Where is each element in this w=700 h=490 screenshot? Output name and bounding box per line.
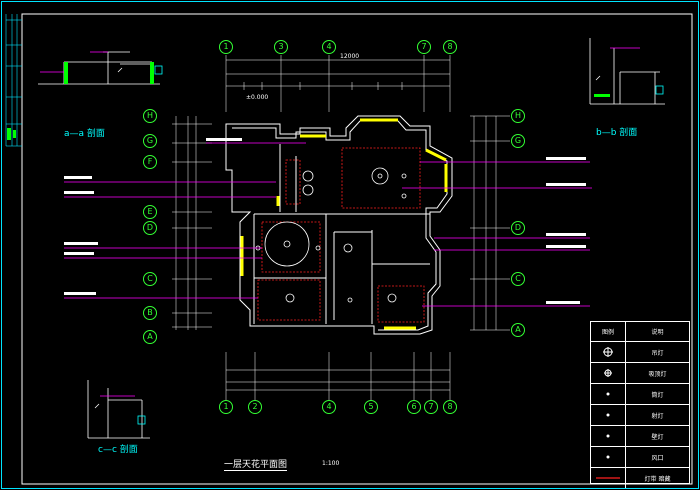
legend-row-label: 吸顶灯 [648,370,667,378]
grid-axis-left-G: G [143,134,157,148]
grid-axis-bottom-1: 1 [219,400,233,414]
grid-axis-right-D: D [511,221,525,235]
section-c-detail [87,380,150,439]
grid-axis-bottom-8: 8 [443,400,457,414]
legend-row-label: 灯带 暗藏 [644,475,671,483]
legend-table: 图例 说明 吊灯吸顶灯筒灯射灯壁灯风口灯带 暗藏 [590,321,690,488]
grid-axis-bottom-7: 7 [424,400,438,414]
grid-axis-left-C: C [143,272,157,286]
top-dimension-lines [225,55,451,112]
legend-rows: 吊灯吸顶灯筒灯射灯壁灯风口灯带 暗藏 [591,342,689,488]
grille-icon [591,447,626,467]
legend-row: 吸顶灯 [591,363,689,384]
level-mark: ±0.000 [246,94,269,101]
section-b-label: b—b 剖面 [596,128,638,138]
grid-axis-bottom-6: 6 [407,400,421,414]
grid-axis-right-H: H [511,109,525,123]
grid-axis-left-E: E [143,205,157,219]
legend-row: 筒灯 [591,384,689,405]
spotlight-icon [591,405,626,425]
legend-row-label: 筒灯 [651,391,664,399]
grid-axis-bottom-5: 5 [364,400,378,414]
section-a-label: a—a 剖面 [64,129,105,139]
grid-axis-left-D: D [143,221,157,235]
legend-row: 壁灯 [591,426,689,447]
grid-axis-top-4: 4 [322,40,336,54]
section-a-detail [38,51,163,85]
drawing-title: 一层天花平面图 [224,457,288,471]
grid-axis-right-C: C [511,272,525,286]
section-b-detail [589,38,665,105]
legend-row-label: 射灯 [651,412,664,420]
total-width-dim: 12000 [340,53,360,60]
grid-axis-top-7: 7 [417,40,431,54]
led-strip-icon [591,468,626,488]
legend-row-label: 壁灯 [651,433,664,441]
legend-header-desc: 说明 [651,329,664,336]
grid-axis-bottom-2: 2 [248,400,262,414]
legend-header-symbol: 图例 [591,322,626,341]
legend-header: 图例 说明 [591,322,689,342]
legend-row: 灯带 暗藏 [591,468,689,488]
wall-lamp-icon [591,426,626,446]
legend-row: 风口 [591,447,689,468]
led-ceiling-outline [257,147,425,323]
grid-axis-bottom-4: 4 [322,400,336,414]
leader-labels [64,138,586,304]
drawing-scale: 1:100 [322,460,340,467]
grid-axis-left-H: H [143,109,157,123]
grid-axis-right-G: G [511,134,525,148]
wall-highlights [240,118,448,330]
legend-row: 射灯 [591,405,689,426]
bottom-dimension-lines [225,352,451,400]
drawing-frame [21,13,693,485]
floor-plan [225,115,453,335]
chandelier-icon [591,342,626,362]
grid-axis-right-A: A [511,323,525,337]
grid-axis-left-A: A [143,330,157,344]
ceiling-lamp-icon [591,363,626,383]
legend-row-label: 吊灯 [651,349,664,357]
annotation-leaders [64,142,592,307]
left-title-strip [5,14,22,147]
legend-row: 吊灯 [591,342,689,363]
grid-axis-top-3: 3 [274,40,288,54]
side-dimension-lines [172,115,510,331]
section-c-label: c—c 剖面 [98,445,138,455]
grid-axis-top-8: 8 [443,40,457,54]
grid-axis-left-F: F [143,155,157,169]
grid-axis-top-1: 1 [219,40,233,54]
legend-row-label: 风口 [651,454,664,462]
light-fixtures [255,167,407,303]
downlight-icon [591,384,626,404]
grid-axis-left-B: B [143,306,157,320]
